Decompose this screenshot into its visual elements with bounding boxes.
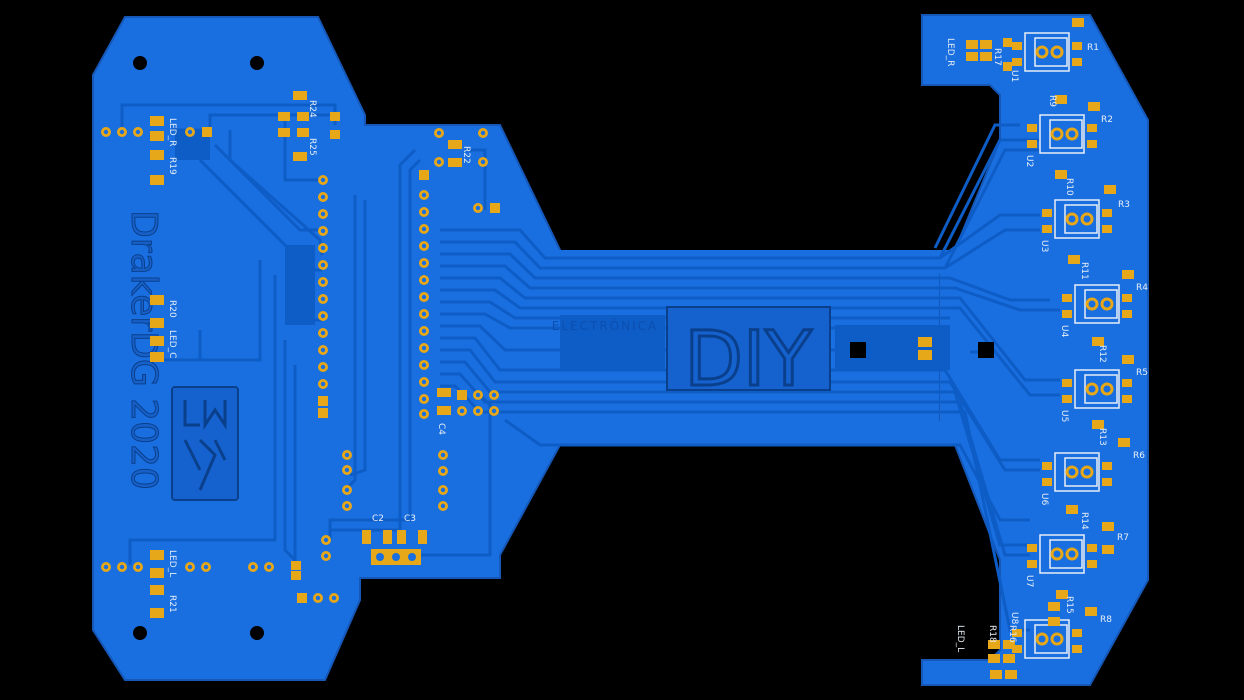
label-r9: R9	[1047, 95, 1057, 107]
label-r3: R3	[1118, 200, 1130, 210]
label-led-l-right: LED_L	[955, 625, 965, 652]
label-led-c: LED_C	[167, 330, 177, 358]
label-r19: R19	[167, 157, 177, 175]
label-r11: R11	[1079, 262, 1089, 280]
label-led-l-left: LED_L	[167, 550, 177, 577]
sensor-u5	[1062, 369, 1132, 409]
center-brand-text: ELECTRÓNICA	[552, 318, 658, 333]
smd-pads-left	[150, 91, 462, 618]
label-u5: U5	[1059, 410, 1069, 422]
silkscreen-labels: R24 R25 R22 LED_R R19 R20 LED_C LED_L R2…	[167, 38, 1148, 652]
lmr-logo-icon	[171, 386, 239, 501]
label-r24: R24	[307, 100, 317, 118]
smd-pads-right	[966, 18, 1134, 679]
label-u1: U1	[1009, 70, 1019, 82]
label-c3: C3	[404, 514, 416, 524]
label-c2: C2	[372, 514, 384, 524]
label-r12: R12	[1097, 345, 1107, 363]
label-u6: U6	[1039, 493, 1049, 506]
header-left-column	[318, 175, 328, 418]
copper-zones	[175, 130, 950, 370]
label-c4: C4	[436, 423, 446, 435]
header-right-column	[419, 170, 429, 419]
label-r16: R16	[1007, 625, 1017, 643]
label-r17: R17	[992, 48, 1002, 66]
label-r25: R25	[307, 138, 317, 156]
label-r20: R20	[167, 300, 177, 318]
label-u2: U2	[1024, 155, 1034, 167]
sensor-u6	[1042, 452, 1112, 492]
pin-headers	[101, 127, 500, 603]
sensor-u7	[1027, 534, 1097, 574]
misc-through-holes	[101, 127, 500, 603]
label-led-r-right: LED_R	[945, 38, 955, 66]
sensor-u3	[1042, 199, 1112, 239]
label-r14: R14	[1079, 512, 1089, 530]
label-r18: R18	[987, 625, 997, 643]
label-u7: U7	[1024, 575, 1034, 587]
brand-text: DrakerDG 2020	[123, 210, 164, 490]
label-led-r-top: LED_R	[167, 118, 177, 146]
label-r13: R13	[1097, 428, 1107, 446]
sensor-u2	[1027, 114, 1097, 154]
sensor-u1	[1012, 32, 1082, 72]
label-u4: U4	[1059, 325, 1069, 338]
center-logo-text: DIY	[684, 314, 812, 403]
label-r15: R15	[1064, 596, 1074, 614]
label-r22: R22	[461, 146, 471, 164]
traces	[120, 103, 1060, 632]
label-u8: U8	[1009, 612, 1019, 625]
voltage-regulator-pins	[376, 553, 416, 561]
label-r10: R10	[1064, 178, 1074, 196]
label-r5: R5	[1136, 368, 1148, 378]
diy-logo-box: DIY	[666, 306, 831, 405]
label-r1: R1	[1087, 43, 1099, 53]
sensor-blocks	[1012, 32, 1132, 659]
sensor-u8	[1012, 619, 1082, 659]
sensor-u4	[1062, 284, 1132, 324]
label-r21: R21	[167, 595, 177, 613]
label-r8: R8	[1100, 615, 1112, 625]
label-r2: R2	[1101, 115, 1113, 125]
neck-vias	[850, 337, 994, 360]
right-board	[921, 14, 1149, 686]
label-r7: R7	[1117, 533, 1129, 543]
label-r6: R6	[1133, 451, 1145, 461]
label-r4: R4	[1136, 283, 1148, 293]
label-u3: U3	[1039, 240, 1049, 252]
